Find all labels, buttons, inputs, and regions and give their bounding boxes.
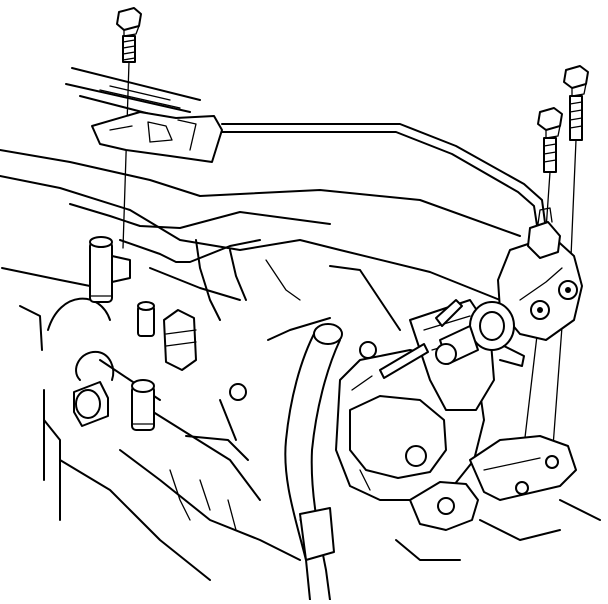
right-bolt-short	[537, 107, 563, 231]
sensor-connector	[527, 207, 561, 259]
engine-stud-small	[137, 301, 155, 337]
coolant-hose	[284, 323, 343, 601]
upper-cover-rail	[65, 67, 201, 115]
lower-mount-bracket	[469, 435, 577, 501]
mounting-flange	[409, 481, 479, 531]
right-side-contours	[267, 265, 601, 561]
lever-arm	[379, 299, 463, 379]
engine-rib-details	[149, 239, 301, 321]
right-bolt-tall	[563, 65, 589, 281]
engine-stud-center	[131, 379, 155, 431]
engine-stud-mid	[163, 309, 247, 401]
upper-bracket-plate	[91, 111, 223, 163]
throttle-sensor	[435, 301, 525, 367]
sensor-bracket	[497, 235, 583, 341]
engine-plug-left	[73, 350, 115, 427]
engine-block-left	[19, 297, 301, 581]
engine-stud-left	[89, 236, 131, 303]
valve-cover-outline	[0, 149, 521, 301]
fuel-line-tube	[221, 123, 547, 233]
top-left-bolt	[116, 7, 142, 249]
